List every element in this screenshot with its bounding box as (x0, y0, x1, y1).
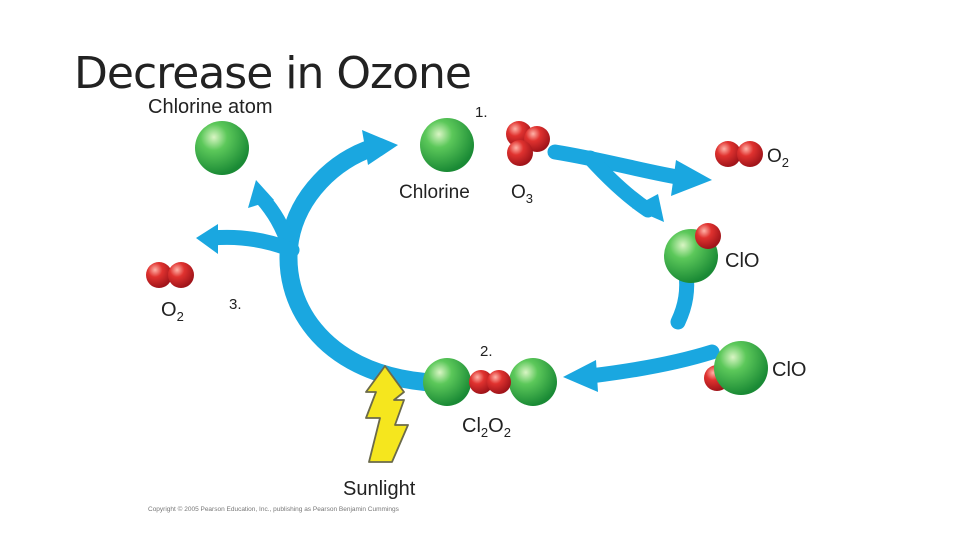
cl2o2-label-cl: Cl (462, 415, 481, 437)
sunlight-bolt-icon (365, 365, 409, 463)
chlorine-atom-label: Chlorine atom (148, 96, 273, 118)
cl2o2-label-o: O (488, 415, 504, 437)
sunlight-label: Sunlight (343, 478, 416, 500)
arrow-to-clo-upper (582, 150, 664, 222)
arrow-chlorine-to-o2 (547, 144, 712, 196)
oxygen-right-label: O2 (767, 146, 789, 170)
oxygen-right-label-sub: 2 (782, 155, 789, 170)
ozone-label-main: O (511, 182, 526, 203)
ozone-label-sub: 3 (526, 191, 533, 206)
oxygen-left-label-sub: 2 (177, 309, 184, 324)
cl2o2-label-o-sub: 2 (504, 425, 511, 440)
step-2-label: 2. (480, 343, 493, 360)
cl2o2-label: Cl2O2 (462, 415, 511, 440)
oxygen-left-label-main: O (161, 299, 177, 321)
chlorine-atom-molecule (195, 121, 249, 175)
clo-molecule-upper (664, 223, 721, 283)
clo-upper-label: ClO (725, 250, 759, 272)
clo-lower-label: ClO (772, 359, 806, 381)
step-3-label: 3. (229, 296, 242, 313)
arrow-clo-to-dimer (563, 344, 720, 392)
oxygen-molecule-right (715, 141, 763, 167)
step-1-label: 1. (475, 104, 488, 121)
chlorine-label: Chlorine (399, 182, 470, 203)
arrow-dimer-to-chlorine (279, 130, 434, 391)
arrow-to-o2-left (196, 224, 300, 258)
chlorine-molecule (420, 118, 474, 172)
slide-title: Decrease in Ozone (74, 48, 472, 99)
oxygen-right-label-main: O (767, 146, 782, 167)
oxygen-left-label: O2 (161, 299, 184, 324)
oxygen-molecule-left (146, 262, 194, 288)
clo-molecule-lower (704, 341, 768, 395)
cl2o2-label-cl-sub: 2 (481, 425, 488, 440)
ozone-label: O3 (511, 182, 533, 206)
copyright-text: Copyright © 2005 Pearson Education, Inc.… (148, 505, 400, 513)
cl2o2-molecule (423, 358, 557, 406)
ozone-molecule (506, 121, 550, 166)
